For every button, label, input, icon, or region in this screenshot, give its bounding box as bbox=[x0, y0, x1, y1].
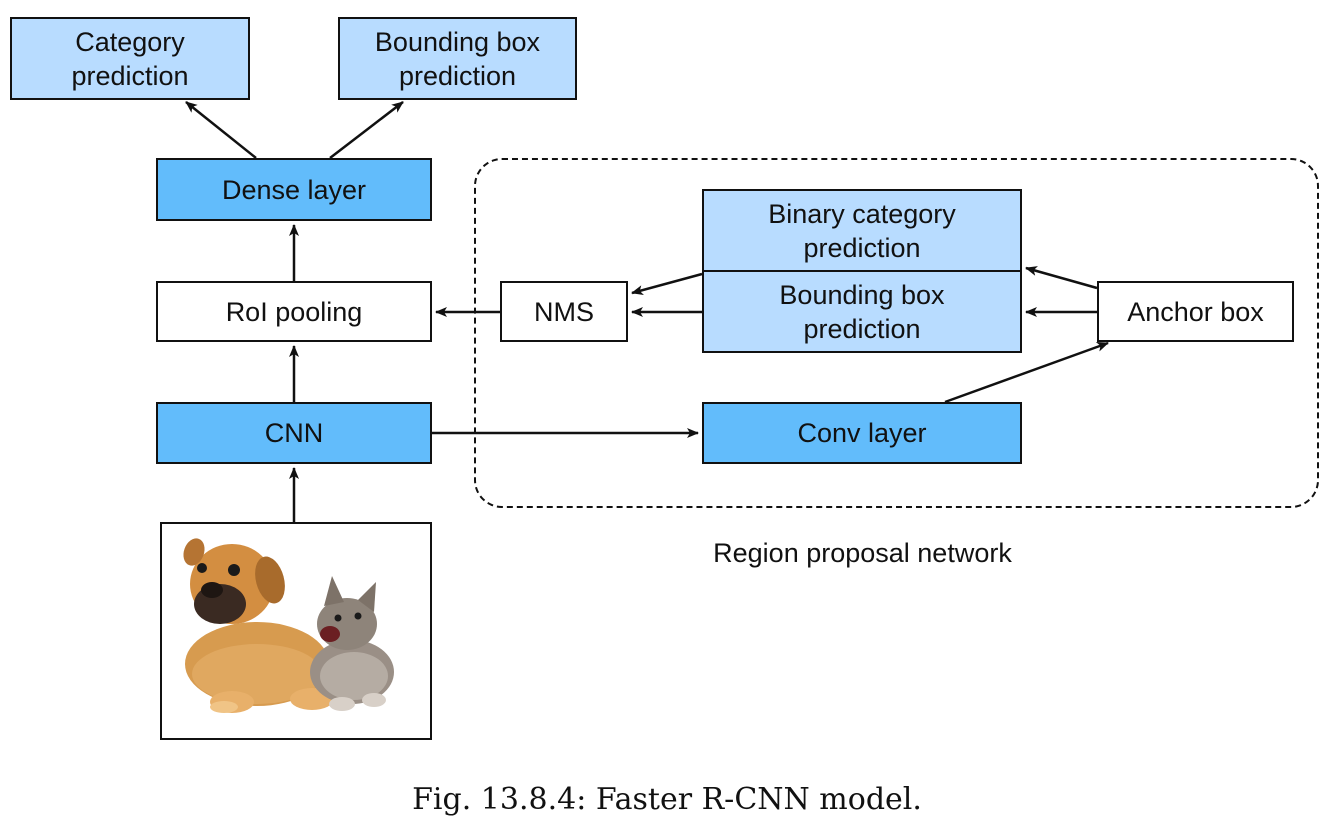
binary-category-prediction-box: Binary category prediction bbox=[702, 189, 1022, 272]
region-proposal-network-label: Region proposal network bbox=[713, 538, 1012, 568]
rpn-bounding-box-prediction-line-2: prediction bbox=[803, 313, 921, 344]
binary-category-prediction-line-1: Binary category bbox=[768, 198, 956, 229]
category-prediction-box: Category prediction bbox=[10, 17, 250, 100]
binary-category-prediction-line-2: prediction bbox=[803, 232, 921, 263]
arrow-dense-to-bounding-box-prediction bbox=[329, 101, 404, 159]
arrow-conv-layer-to-anchor-box bbox=[944, 341, 1109, 404]
dense-layer-box: Dense layer bbox=[156, 158, 432, 221]
conv-layer-label: Conv layer bbox=[797, 418, 927, 448]
conv-layer-box: Conv layer bbox=[702, 402, 1022, 464]
bounding-box-prediction-line-2: prediction bbox=[398, 60, 517, 91]
category-prediction-line-1: Category bbox=[75, 26, 185, 57]
nms-box: NMS bbox=[500, 281, 628, 342]
anchor-box-label: Anchor box bbox=[1127, 296, 1264, 327]
nms-label: NMS bbox=[534, 296, 594, 327]
bounding-box-prediction-line-1: Bounding box bbox=[374, 26, 541, 57]
arrow-dense-to-category-prediction bbox=[185, 101, 257, 159]
arrow-anchor-box-to-binary-category bbox=[1025, 266, 1098, 290]
roi-pooling-label: RoI pooling bbox=[225, 296, 363, 327]
rpn-bounding-box-prediction-box: Bounding box prediction bbox=[702, 270, 1022, 353]
dense-layer-label: Dense layer bbox=[221, 174, 367, 205]
category-prediction-line-2: prediction bbox=[71, 60, 189, 91]
input-image-frame bbox=[160, 522, 432, 740]
arrow-binary-category-to-nms bbox=[631, 272, 703, 295]
bounding-box-prediction-box: Bounding box prediction bbox=[338, 17, 577, 100]
anchor-box-box: Anchor box bbox=[1097, 281, 1294, 342]
roi-pooling-box: RoI pooling bbox=[156, 281, 432, 342]
rpn-bounding-box-prediction-line-1: Bounding box bbox=[779, 279, 945, 310]
puppy-and-kitten-image bbox=[183, 538, 394, 713]
cnn-box: CNN bbox=[156, 402, 432, 464]
cnn-label: CNN bbox=[264, 418, 324, 448]
figure-caption: Fig. 13.8.4: Faster R-CNN model. bbox=[412, 782, 922, 817]
region-proposal-network-boundary bbox=[474, 158, 1319, 508]
